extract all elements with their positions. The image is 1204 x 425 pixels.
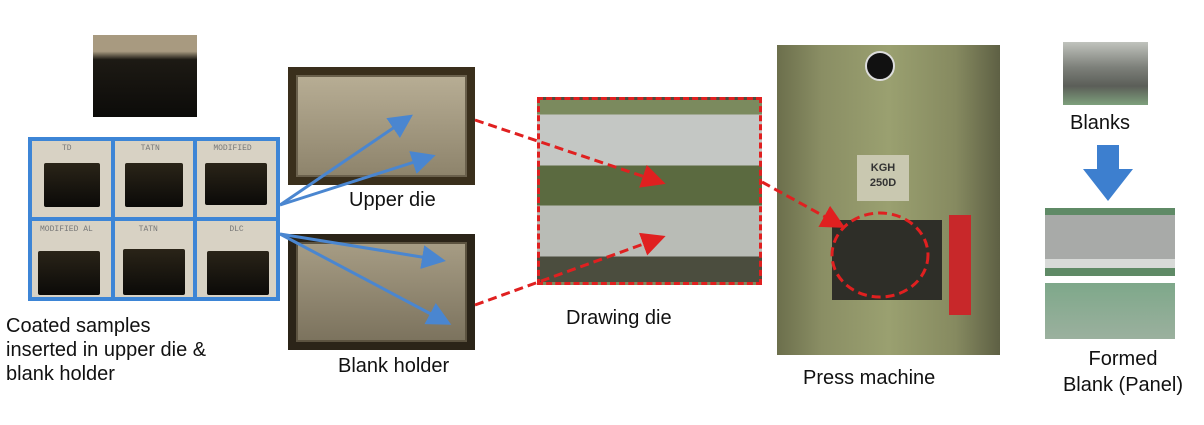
caption-line: blank holder: [6, 363, 115, 385]
formed-blank-caption: Formed Blank (Panel): [1048, 346, 1198, 398]
caption-line: Blank (Panel): [1062, 374, 1184, 396]
blue-arrow: [279, 232, 446, 269]
red-dashed-arrow: [474, 232, 666, 307]
press-badge: KGH 250D: [857, 155, 909, 201]
drawing-die-caption: Drawing die: [566, 307, 672, 329]
sample-cell: DLC: [197, 221, 276, 297]
blanks-caption: Blanks: [1070, 112, 1131, 134]
sample-cell: TATN: [114, 221, 194, 297]
press-machine-caption: Press machine: [803, 367, 936, 389]
press-badge-line: 250D: [869, 177, 897, 189]
coated-samples-grid: TD TATN MODIFIED MODIFIED AL TATN DLC: [28, 137, 280, 301]
sample-tag: TD: [62, 144, 72, 153]
sample-cell: TATN: [114, 141, 194, 217]
formed-panel-photo-top: [1045, 208, 1175, 276]
sample-tag: MODIFIED: [213, 144, 252, 153]
red-dashed-arrow: [474, 118, 666, 188]
blue-arrow: [279, 114, 413, 207]
control-panel: [949, 215, 971, 315]
blank-holder-caption: Blank holder: [338, 355, 450, 377]
blue-down-arrow: [1083, 145, 1133, 201]
caption-line: Formed: [1088, 348, 1158, 370]
red-dashed-arrow: [761, 180, 846, 228]
sample-cell: TD: [32, 141, 111, 217]
blue-arrow: [279, 151, 436, 207]
upper-die-photo: [288, 67, 475, 185]
press-badge-line: KGH: [870, 162, 896, 174]
sample-tag: TATN: [140, 144, 160, 153]
sample-cell: MODIFIED: [197, 141, 276, 217]
sample-tag: TATN: [138, 225, 158, 234]
upper-die-caption: Upper die: [349, 189, 436, 211]
coated-samples-caption: Coated samples inserted in upper die & b…: [6, 314, 206, 386]
formed-panel-photo-bottom: [1045, 283, 1175, 339]
caption-line: inserted in upper die &: [6, 339, 207, 361]
sample-tag: MODIFIED AL: [40, 225, 93, 234]
sample-photo: [93, 35, 197, 117]
clock-icon: [865, 51, 895, 81]
blanks-photo: [1063, 42, 1148, 105]
blue-arrow: [279, 232, 452, 325]
caption-line: Coated samples: [6, 315, 151, 337]
sample-tag: DLC: [229, 225, 244, 234]
sample-cell: MODIFIED AL: [32, 221, 111, 297]
red-dashed-circle: [830, 211, 930, 299]
